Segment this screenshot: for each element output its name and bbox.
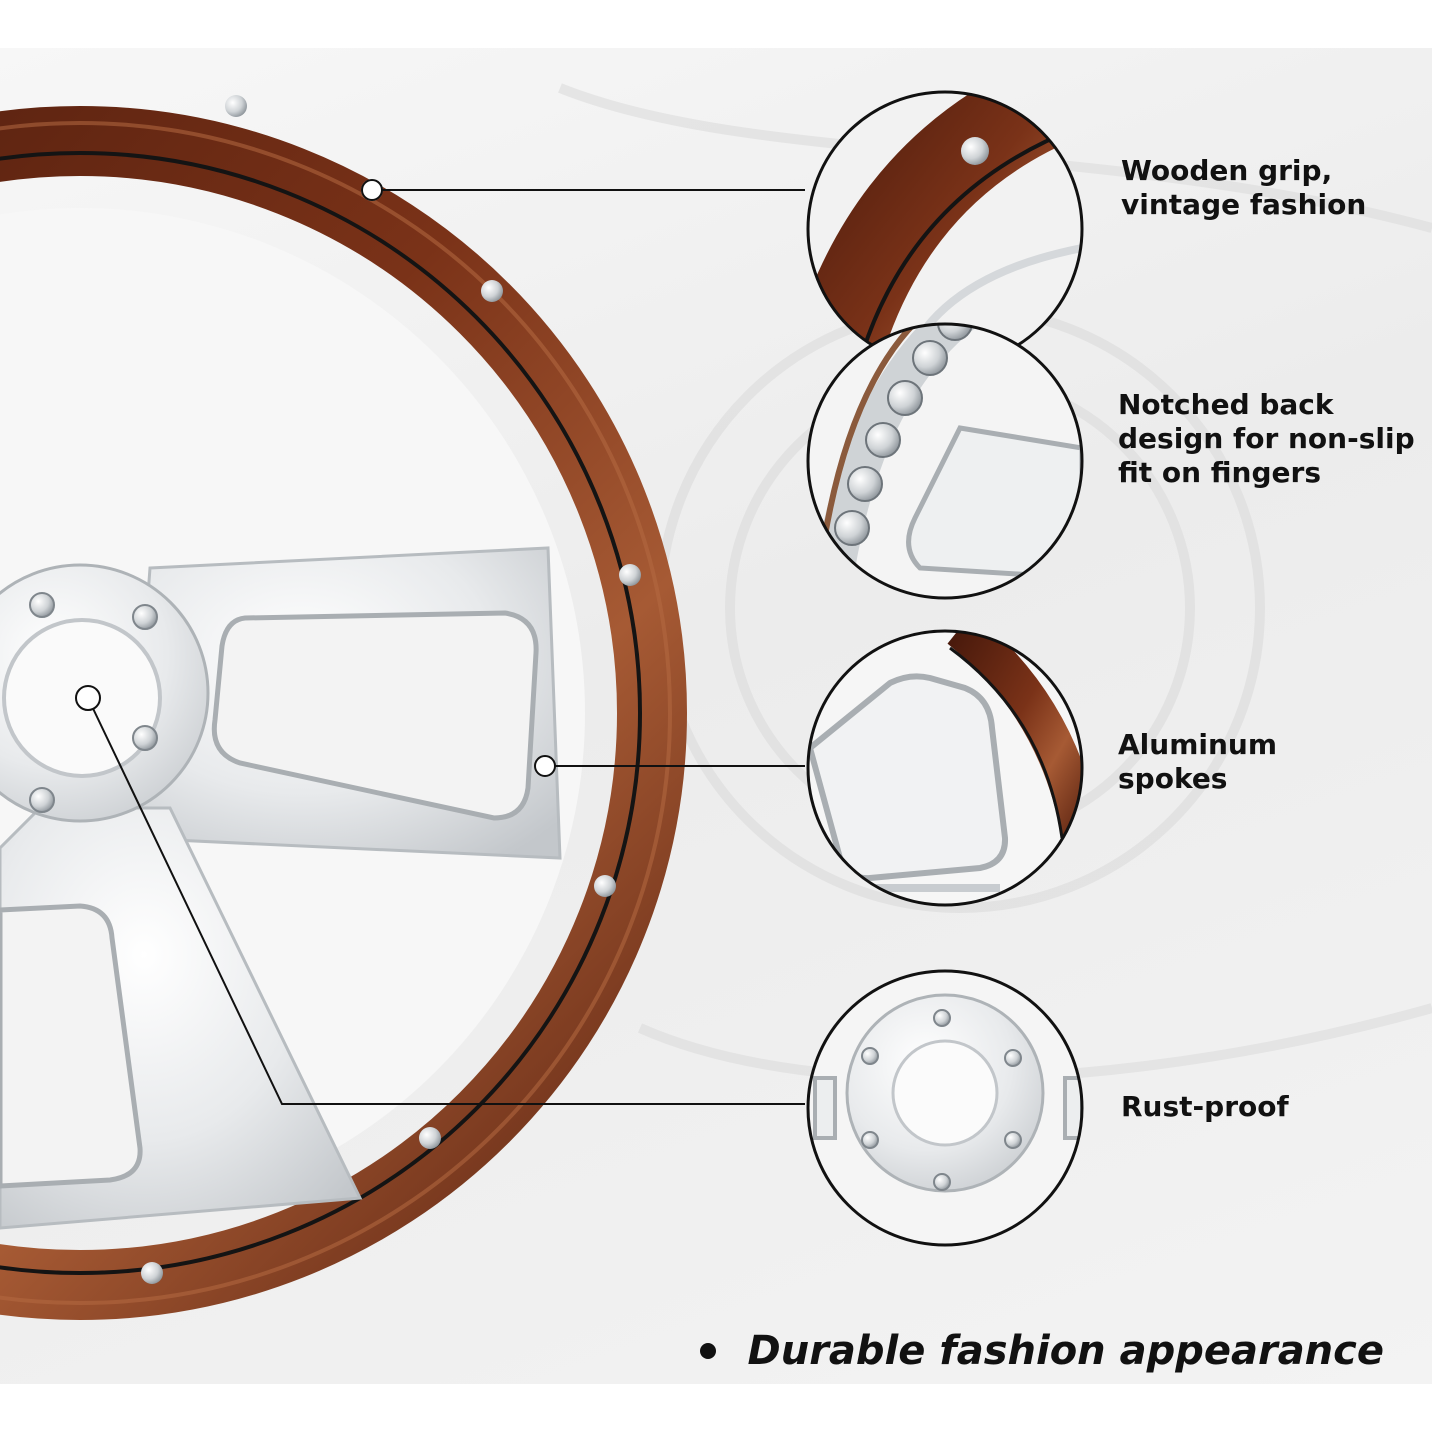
feature-label-wooden-grip: Wooden grip, vintage fashion [1121, 154, 1367, 221]
rim-rivet [141, 1262, 163, 1284]
tagline: Durable fashion appearance [699, 1328, 1384, 1374]
hub-bolt [861, 1131, 879, 1149]
steering-wheel-illustration [0, 83, 1432, 1320]
leader-markers [75, 179, 556, 777]
rim-highlight [0, 121, 672, 1305]
hub-bolt [861, 1047, 879, 1065]
rim-rivet [961, 137, 989, 165]
spoke-window [0, 903, 143, 1189]
finger-notch [834, 510, 870, 546]
spoke-window [211, 610, 539, 821]
rim-rivet [225, 95, 247, 117]
hub-bolt [29, 787, 55, 813]
hub-bolt [1004, 1131, 1022, 1149]
product-image-stage: Wooden grip, vintage fashion Notched bac… [0, 48, 1432, 1384]
feature-label-aluminum-spokes: Aluminum spokes [1118, 728, 1278, 795]
rim-inlay-groove [0, 151, 642, 1275]
detail-circle-rust-proof [806, 969, 1084, 1247]
rim-rivet [619, 564, 641, 586]
marker-dot [75, 685, 101, 711]
rim-rivet [594, 875, 616, 897]
feature-label-rust-proof: Rust-proof [1121, 1090, 1289, 1123]
finger-notch [912, 340, 948, 376]
finger-notch [847, 466, 883, 502]
finger-notch [887, 380, 923, 416]
marker-dot [361, 179, 383, 201]
finger-notch [937, 324, 973, 341]
detail-circle-notched-back [806, 322, 1084, 600]
rim-rivet [481, 280, 503, 302]
rim-rivet [419, 1127, 441, 1149]
marker-dot [534, 755, 556, 777]
hub-bolt [132, 725, 158, 751]
hub-bolt [132, 604, 158, 630]
finger-notch [865, 422, 901, 458]
steering-wheel [0, 95, 687, 1320]
tagline-text: Durable fashion appearance [747, 1328, 1384, 1374]
detail-circle-aluminum-spokes [806, 629, 1084, 907]
feature-label-notched-back: Notched back design for non-slip fit on … [1118, 388, 1415, 489]
hub-bolt [29, 592, 55, 618]
leader-line-hub [87, 697, 805, 1105]
hub-bolt [1004, 1049, 1022, 1067]
bullet-icon [699, 1343, 716, 1359]
hub-bolt [933, 1009, 951, 1027]
hub-bolt [933, 1173, 951, 1191]
leader-lines [87, 189, 805, 1105]
wood-rim [0, 106, 687, 1320]
